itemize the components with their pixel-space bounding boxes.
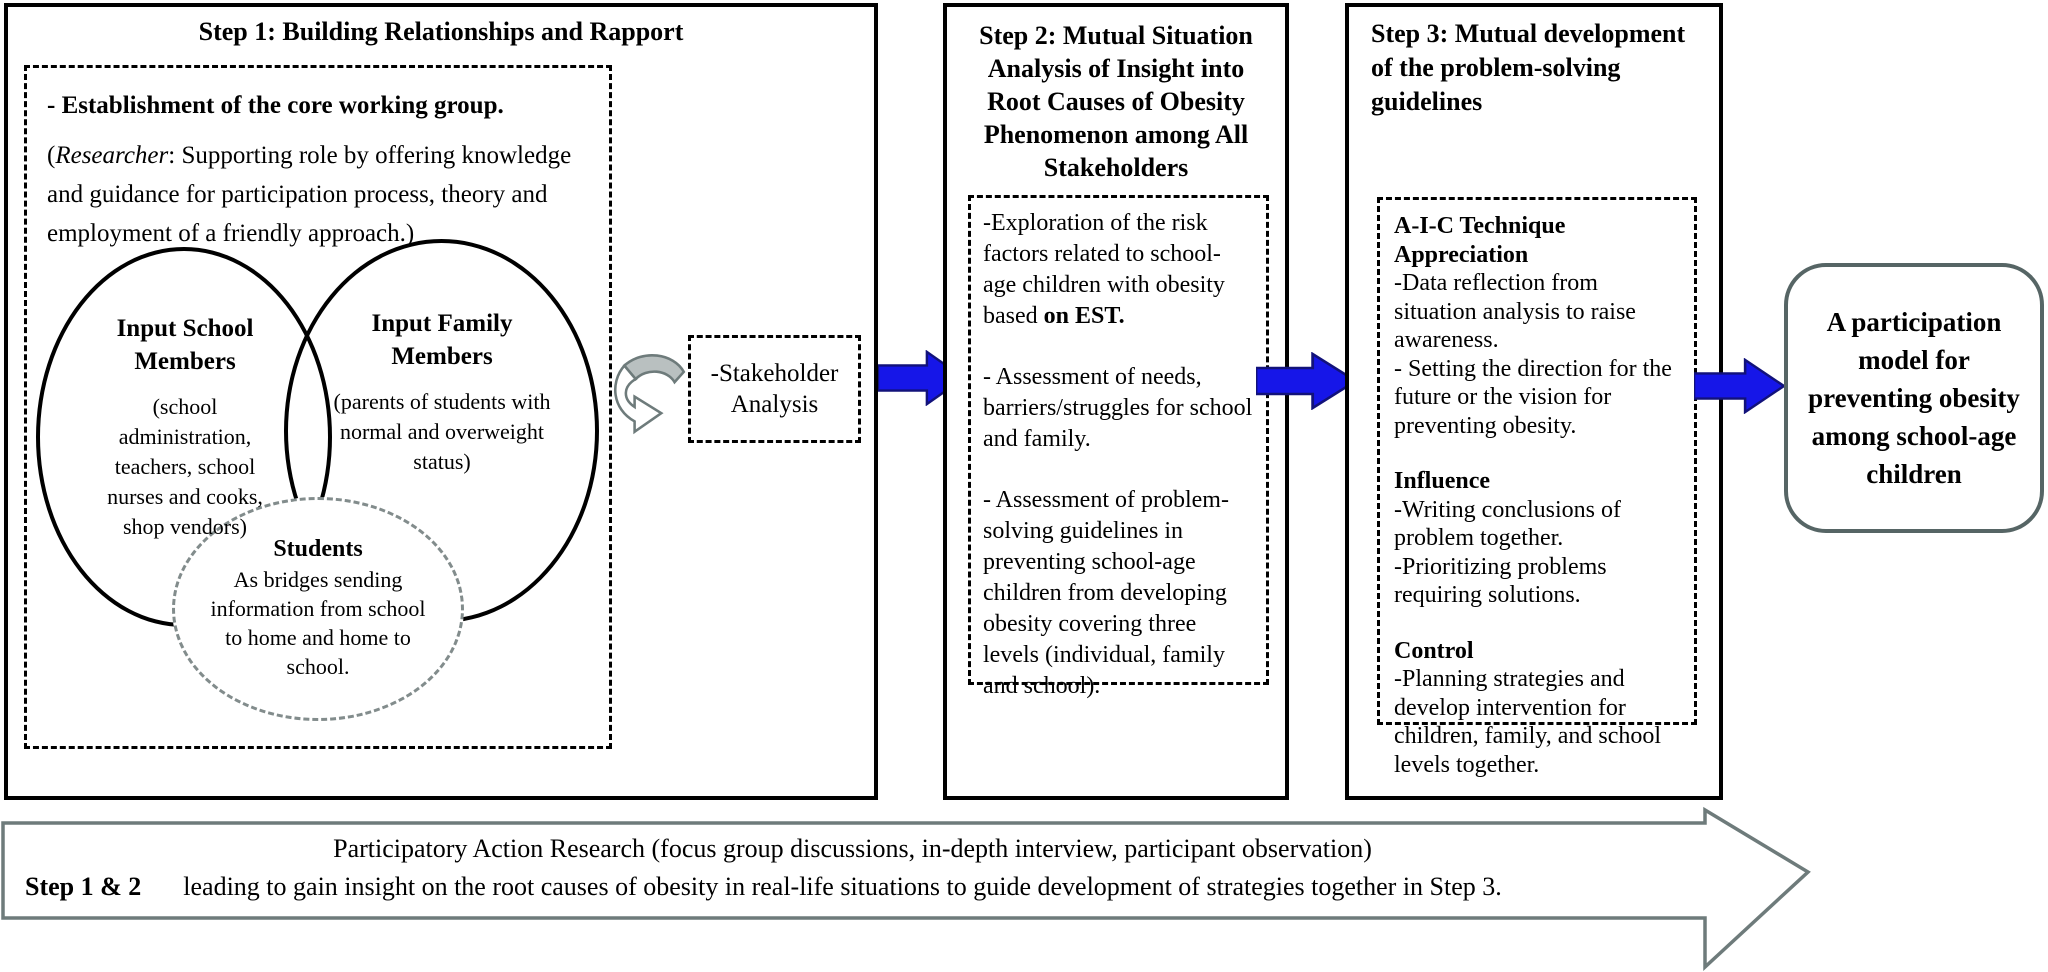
step2-item-text: -Exploration of the risk factors related… xyxy=(983,210,1225,329)
section-item: -Planning strategies and develop interve… xyxy=(1394,666,1662,778)
section-heading: A-I-C Technique xyxy=(1394,213,1566,239)
section-heading: Appreciation xyxy=(1394,241,1529,268)
section-item: -Data reflection from situation analysis… xyxy=(1394,270,1636,353)
researcher-text: : Supporting role by offering knowledge … xyxy=(47,142,572,247)
school-circle-heading: Input School Members xyxy=(116,315,254,375)
flow-arrow-icon-2 xyxy=(1256,352,1358,410)
researcher-label: Researcher xyxy=(55,142,169,169)
process-arrow-line2: Step 1 & 2 leading to gain insight on the… xyxy=(25,871,1705,903)
flow-arrow-icon-3 xyxy=(1694,358,1786,414)
step1-title: Step 1: Building Relationships and Rappo… xyxy=(198,17,684,46)
students-heading: Students xyxy=(273,536,363,562)
step3-section-influence: Influence -Writing conclusions of proble… xyxy=(1394,467,1684,610)
step2-item: -Exploration of the risk factors related… xyxy=(983,208,1254,332)
step3-section-appreciation: A-I-C Technique Appreciation -Data refle… xyxy=(1394,212,1684,440)
step3-section-control: Control -Planning strategies and develop… xyxy=(1394,637,1684,780)
step2-item: - Assessment of needs, barriers/struggle… xyxy=(983,362,1254,455)
section-item: -Writing conclusions of problem together… xyxy=(1394,496,1621,552)
stakeholder-analysis-box: -Stakeholder Analysis xyxy=(688,335,861,443)
step2-title: Step 2: Mutual Situation Analysis of Ins… xyxy=(979,21,1253,182)
step3-panel: Step 3: Mutual development of the proble… xyxy=(1345,3,1723,800)
step3-content-box: A-I-C Technique Appreciation -Data refle… xyxy=(1377,197,1697,778)
section-heading: Influence xyxy=(1394,468,1490,494)
section-item: -Prioritizing problems requiring solutio… xyxy=(1394,553,1607,609)
family-circle-heading: Input Family Members xyxy=(371,310,513,370)
section-item: - Setting the direction for the future o… xyxy=(1394,355,1672,439)
school-circle-detail: (school administration, teachers, school… xyxy=(107,394,263,539)
section-heading: Control xyxy=(1394,637,1474,664)
stakeholder-analysis-label: -Stakeholder Analysis xyxy=(710,360,839,418)
process-arrow-line1: Participatory Action Research (focus gro… xyxy=(333,834,1372,863)
cycle-arrow-icon xyxy=(610,345,692,440)
step-1-2-label: Step 1 & 2 xyxy=(25,872,142,901)
students-ellipse xyxy=(172,497,464,721)
step2-item-text: - Assessment of problem-solving guidelin… xyxy=(983,487,1229,699)
step2-item-bold: on EST. xyxy=(1043,303,1125,329)
researcher-note: (Researcher: Supporting role by offering… xyxy=(47,136,589,253)
researcher-open-paren: ( xyxy=(47,142,56,169)
step3-title: Step 3: Mutual development of the proble… xyxy=(1371,19,1686,116)
step2-item: - Assessment of problem-solving guidelin… xyxy=(983,485,1254,702)
outcome-text: A participation model for preventing obe… xyxy=(1808,307,2020,489)
process-arrow-line2-text: leading to gain insight on the root caus… xyxy=(183,872,1502,901)
step2-item-text: - Assessment of needs, barriers/struggle… xyxy=(983,364,1253,452)
establishment-text: - Establishment of the core working grou… xyxy=(47,92,504,119)
process-arrow-shape xyxy=(0,805,1820,972)
step2-content-box: -Exploration of the risk factors related… xyxy=(968,195,1269,699)
family-circle-detail: (parents of students with normal and ove… xyxy=(333,389,551,474)
step2-panel: Step 2: Mutual Situation Analysis of Ins… xyxy=(943,3,1289,800)
outcome-box: A participation model for preventing obe… xyxy=(1784,263,2044,533)
students-detail: As bridges sending information from scho… xyxy=(210,567,426,679)
